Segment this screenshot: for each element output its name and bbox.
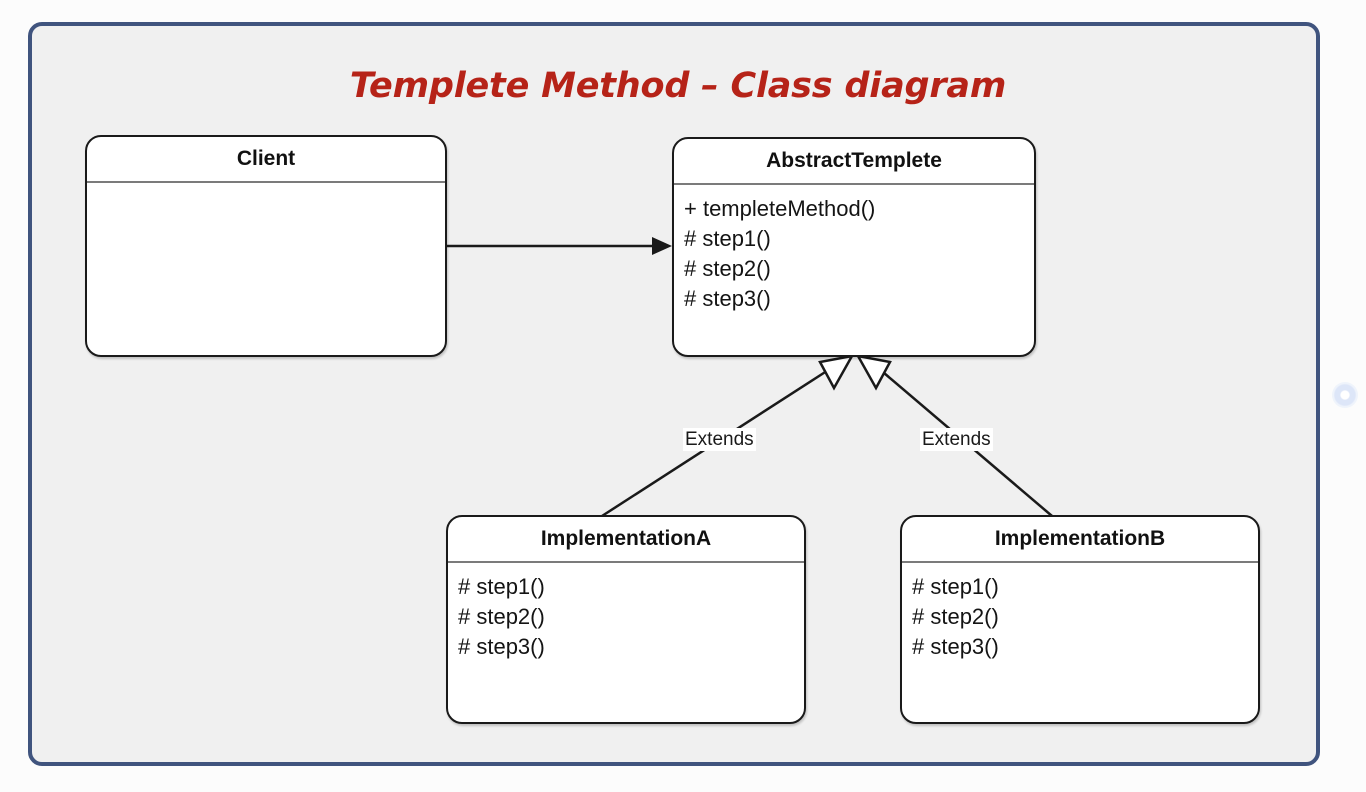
member-step2: # step2() xyxy=(912,604,999,629)
member-step3: # step3() xyxy=(684,286,771,311)
edge-label-extends-b: Extends xyxy=(920,428,993,451)
class-name-implementationb: ImplementationB xyxy=(902,517,1258,563)
class-members-implementationa: # step1() # step2() # step3() xyxy=(448,563,804,662)
class-members-abstracttemplete: + templeteMethod() # step1() # step2() #… xyxy=(674,185,1034,314)
member-step1: # step1() xyxy=(684,226,771,251)
member-step3: # step3() xyxy=(458,634,545,659)
edge-label-extends-a: Extends xyxy=(683,428,756,451)
class-name-implementationa: ImplementationA xyxy=(448,517,804,563)
class-name-abstracttemplete: AbstractTemplete xyxy=(674,139,1034,185)
class-box-client[interactable]: Client xyxy=(85,135,447,357)
page-title: Templete Method – Class diagram xyxy=(349,66,1007,106)
class-box-abstracttemplete[interactable]: AbstractTemplete + templeteMethod() # st… xyxy=(672,137,1036,357)
class-name-client: Client xyxy=(87,137,445,183)
slide-frame[interactable]: Templete Method – Class diagram Abstract… xyxy=(28,22,1320,766)
edge-client-to-abstracttemplete xyxy=(447,237,672,255)
class-members-implementationb: # step1() # step2() # step3() xyxy=(902,563,1258,662)
member-step2: # step2() xyxy=(458,604,545,629)
member-step3: # step3() xyxy=(912,634,999,659)
member-step1: # step1() xyxy=(458,574,545,599)
class-box-implementationa[interactable]: ImplementationA # step1() # step2() # st… xyxy=(446,515,806,724)
member-step1: # step1() xyxy=(912,574,999,599)
member-step2: # step2() xyxy=(684,256,771,281)
member-templetemethod: + templeteMethod() xyxy=(684,196,876,221)
class-box-implementationb[interactable]: ImplementationB # step1() # step2() # st… xyxy=(900,515,1260,724)
resize-handle-right[interactable] xyxy=(1332,382,1358,408)
